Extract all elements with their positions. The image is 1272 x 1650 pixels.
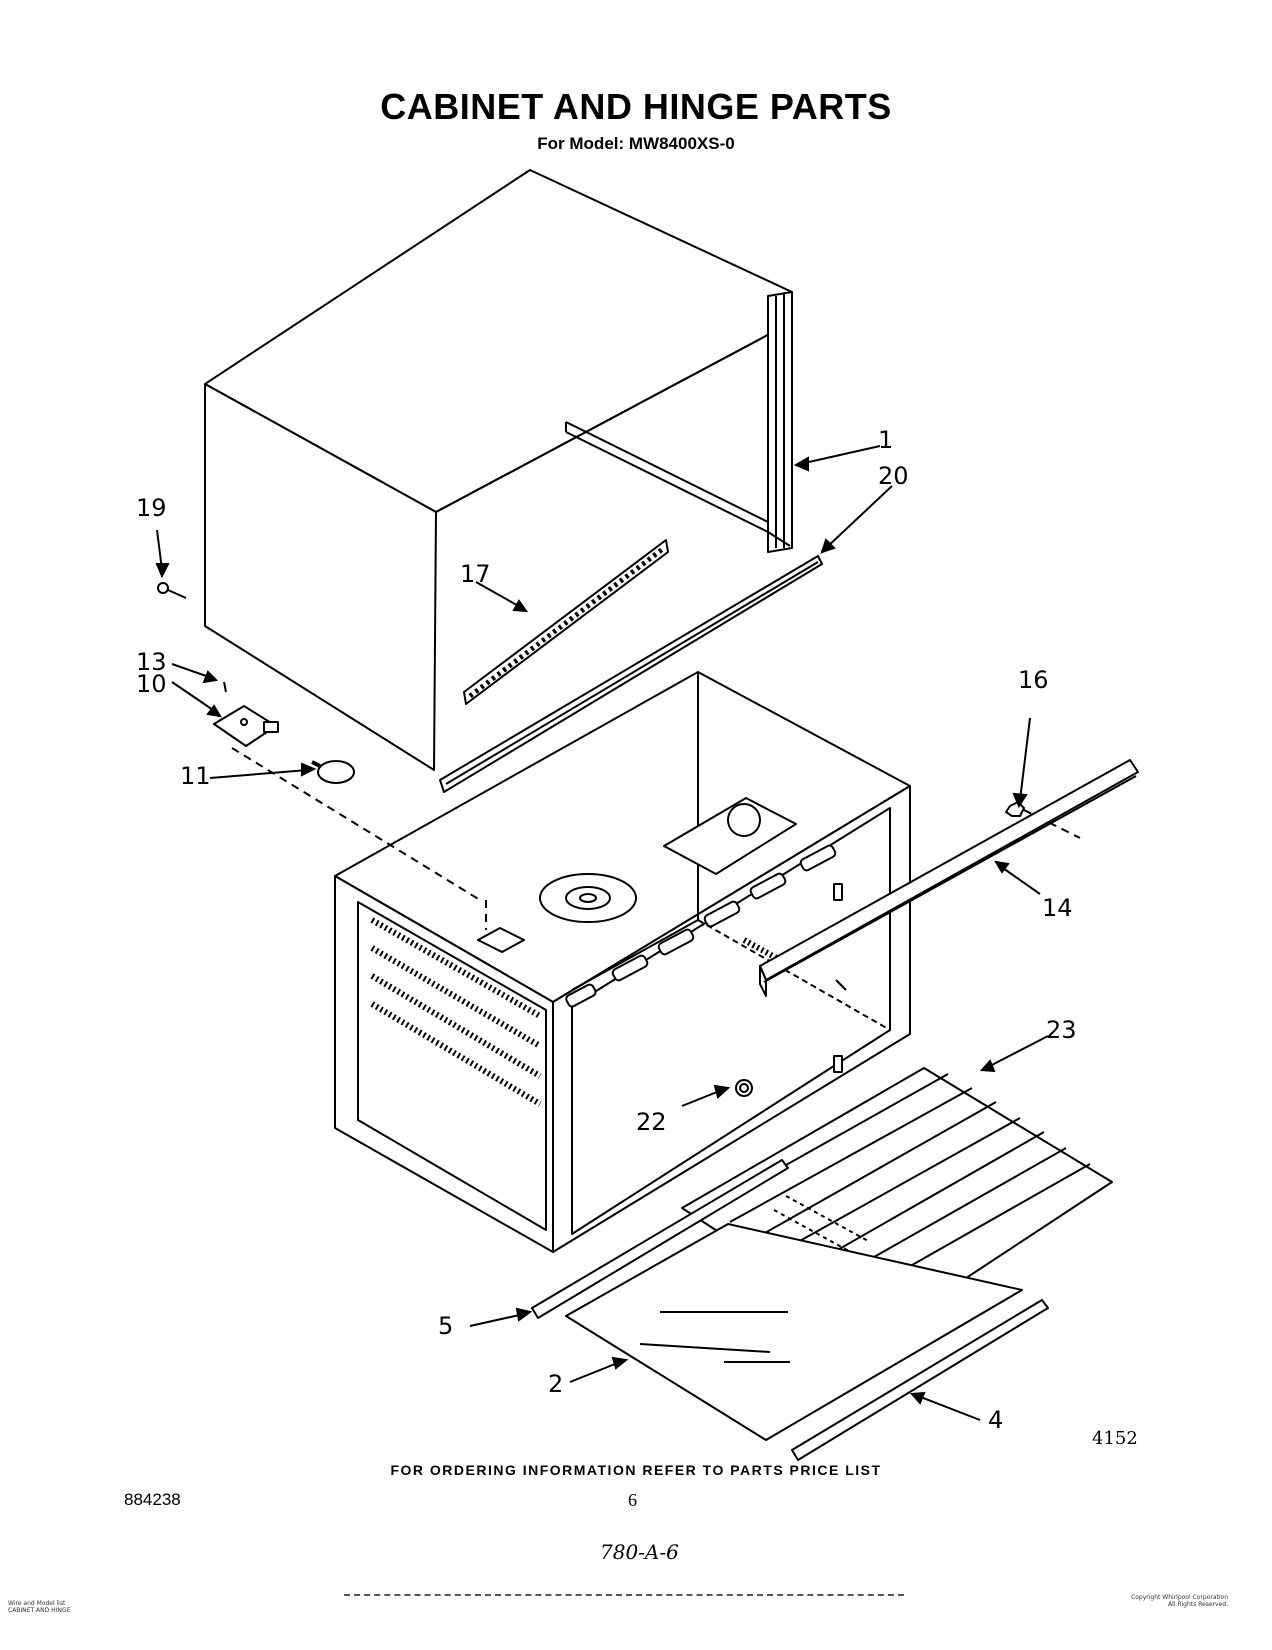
page-title: CABINET AND HINGE PARTS — [380, 86, 892, 127]
grommet-part — [739, 1083, 749, 1093]
model-subtitle: For Model: MW8400XS-0 — [537, 134, 735, 153]
callout-22: 22 — [636, 1108, 667, 1136]
bottom-rail — [791, 1299, 1049, 1461]
main-chassis — [334, 671, 911, 1253]
callout-20: 20 — [878, 462, 909, 490]
callout-16: 16 — [1018, 666, 1049, 694]
callout-14: 14 — [1042, 894, 1073, 922]
hinge-strip — [531, 1159, 789, 1319]
callout-2: 2 — [548, 1370, 564, 1398]
handwritten-reference: 780-A-6 — [600, 1540, 679, 1564]
callout-19: 19 — [136, 494, 167, 522]
callout-13: 13 — [136, 648, 167, 676]
vent-strip — [463, 539, 669, 705]
hinge-bracket-assembly — [157, 582, 355, 784]
callout-23: 23 — [1046, 1016, 1077, 1044]
figure-number: 4152 — [1092, 1428, 1138, 1449]
glass-panel — [565, 1223, 1023, 1441]
callout-10: 10 — [136, 670, 167, 698]
ordering-note: FOR ORDERING INFORMATION REFER TO PARTS … — [390, 1462, 882, 1478]
lower-trim-rail — [439, 555, 823, 793]
divider — [344, 1594, 904, 1596]
document-number: 884238 — [124, 1490, 181, 1509]
side-rail — [759, 759, 1139, 997]
fine-print-right: Copyright Whirlpool Corporation All Righ… — [1131, 1594, 1228, 1608]
callout-17: 17 — [460, 560, 491, 588]
outer-cabinet-wrapper — [204, 169, 793, 771]
page-number: 6 — [628, 1490, 637, 1510]
callout-11: 11 — [180, 762, 211, 790]
callout-4: 4 — [988, 1406, 1004, 1434]
callout-1: 1 — [878, 426, 894, 454]
fine-print-left: Wire and Model list CABINET AND HINGE — [8, 1600, 71, 1614]
callout-5: 5 — [438, 1312, 454, 1340]
